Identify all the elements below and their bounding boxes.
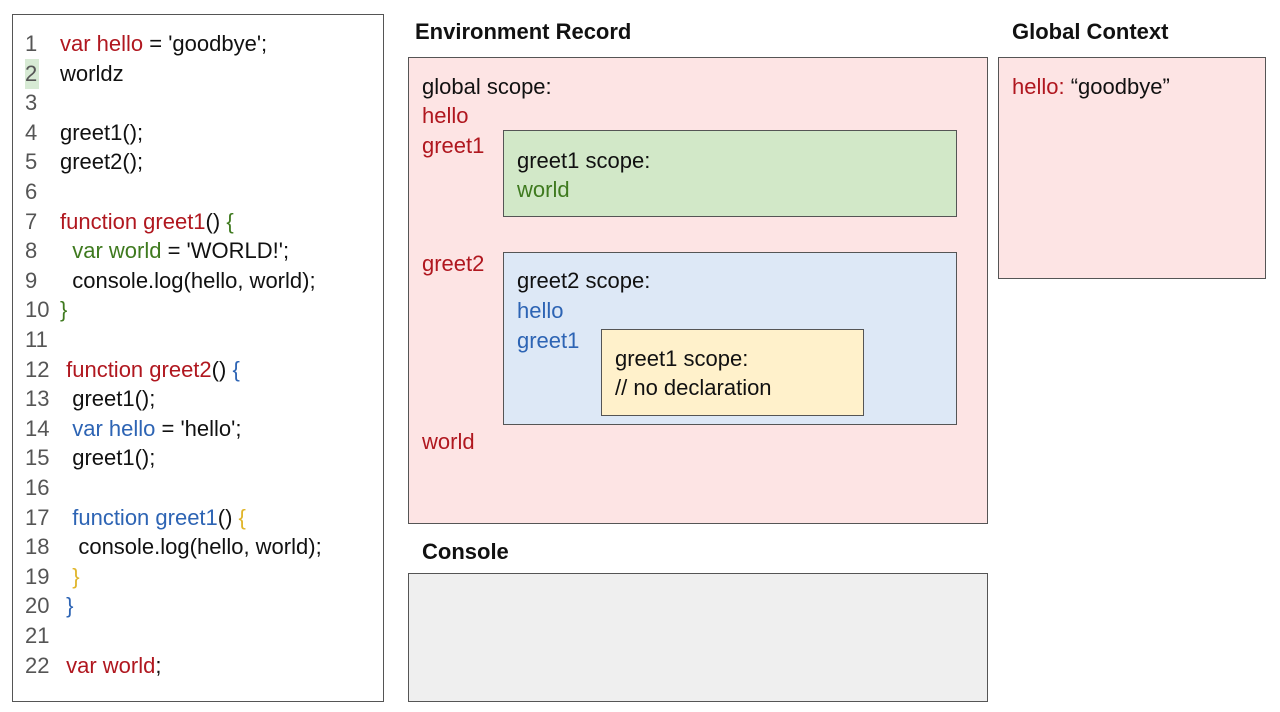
code-token	[60, 238, 72, 263]
greet2-scope-label: greet2 scope:	[517, 268, 651, 293]
greet2-scope-var-hello: hello	[517, 298, 564, 323]
code-text: function greet2() {	[60, 355, 240, 385]
greet2-scope-box: greet2 scope: hello greet1 greet1 scope:…	[503, 252, 957, 425]
code-token: var world	[60, 652, 156, 678]
code-token: function greet2	[60, 356, 212, 382]
code-token: }	[66, 593, 74, 619]
line-number: 7	[25, 208, 38, 234]
line-number: 3	[25, 90, 38, 116]
line-number: 6	[25, 179, 38, 204]
env-var-greet2: greet2	[422, 251, 485, 276]
code-text: worldz	[60, 59, 124, 89]
code-text: greet1();	[60, 384, 155, 414]
code-token	[60, 416, 72, 441]
line-number: 5	[25, 149, 38, 175]
greet2-scope-var-greet1: greet1	[517, 328, 580, 353]
code-token: = 'WORLD!';	[161, 238, 290, 264]
line-number: 19	[25, 563, 50, 589]
line-number: 10	[25, 297, 50, 323]
code-token: = 'goodbye';	[143, 31, 268, 56]
code-token: }	[72, 563, 80, 589]
global-context-key: hello:	[1012, 74, 1065, 99]
console-heading: Console	[422, 539, 509, 564]
env-var-hello: hello	[422, 103, 469, 128]
console-panel	[408, 573, 988, 702]
code-text: }	[60, 562, 80, 592]
code-token: ()	[205, 208, 227, 234]
line-number: 4	[25, 119, 38, 145]
code-text: function greet1() {	[60, 503, 246, 533]
code-token	[60, 564, 72, 589]
code-token: }	[60, 297, 68, 323]
code-token: greet1();	[60, 119, 144, 145]
inner-greet1-scope-label: greet1 scope:	[615, 346, 749, 371]
code-token: var hello	[72, 415, 156, 441]
code-token: = 'hello';	[155, 415, 242, 441]
line-number: 22	[25, 652, 50, 678]
line-number: 2	[25, 58, 39, 89]
code-token: function greet1	[60, 208, 206, 234]
line-number: 8	[25, 238, 38, 264]
code-token: console.log(hello, world);	[60, 534, 322, 560]
code-token: {	[226, 208, 234, 234]
inner-greet1-scope-box: greet1 scope: // no declaration	[601, 329, 864, 416]
code-text: greet1();	[60, 443, 155, 473]
code-token: var world	[72, 238, 162, 264]
code-text: greet1();	[60, 118, 143, 148]
code-text: console.log(hello, world);	[60, 266, 316, 296]
line-number: 15	[25, 445, 50, 471]
code-text: var hello = 'goodbye';	[60, 29, 267, 59]
global-context-value: “goodbye”	[1070, 74, 1170, 99]
code-text: function greet1() {	[60, 207, 234, 237]
code-token: greet2();	[60, 149, 144, 175]
line-number: 14	[25, 415, 50, 441]
global-context-entry: hello: “goodbye”	[1012, 73, 1170, 101]
code-text: var world;	[60, 651, 161, 681]
greet1-scope-box: greet1 scope: world	[503, 130, 957, 217]
line-number: 11	[25, 327, 48, 352]
code-token: ()	[217, 504, 239, 530]
code-text: console.log(hello, world);	[60, 532, 322, 562]
line-number: 12	[25, 356, 50, 382]
code-token: console.log(hello, world);	[60, 267, 316, 293]
line-number: 17	[25, 504, 50, 530]
line-number: 16	[25, 475, 50, 500]
line-number: 21	[25, 623, 50, 648]
global-context-panel: hello: “goodbye”	[998, 57, 1266, 279]
code-text: }	[60, 295, 67, 325]
environment-record-panel: global scope: hello greet1 greet2 world …	[408, 57, 988, 524]
env-var-greet1: greet1	[422, 133, 485, 158]
global-scope-label: global scope:	[422, 74, 552, 99]
code-token: greet1();	[60, 445, 156, 471]
greet1-scope-var-world: world	[517, 177, 570, 202]
code-text: var world = 'WORLD!';	[60, 236, 289, 266]
global-context-heading: Global Context	[1012, 19, 1169, 44]
line-number: 18	[25, 534, 50, 560]
code-token: ;	[155, 652, 162, 678]
line-number: 13	[25, 386, 50, 412]
code-token: var hello	[60, 31, 144, 56]
code-token: function greet1	[72, 504, 218, 530]
line-number: 1	[25, 31, 38, 56]
line-number: 9	[25, 267, 38, 293]
greet1-scope-label: greet1 scope:	[517, 148, 651, 173]
code-text: }	[60, 591, 73, 621]
env-var-world: world	[422, 429, 475, 454]
code-token: greet1();	[60, 386, 156, 412]
code-token: {	[238, 504, 246, 530]
code-text: var hello = 'hello';	[60, 414, 241, 444]
code-token: ()	[211, 356, 233, 382]
code-token: {	[232, 356, 240, 382]
code-text: greet2();	[60, 147, 143, 177]
code-token	[60, 505, 72, 530]
environment-record-heading: Environment Record	[415, 19, 632, 44]
line-number: 20	[25, 593, 50, 619]
inner-greet1-scope-comment: // no declaration	[615, 375, 772, 400]
code-panel: 1 var hello = 'goodbye'; 2 worldz 3 4 greet1()…	[12, 14, 384, 702]
code-token: worldz	[60, 60, 124, 86]
